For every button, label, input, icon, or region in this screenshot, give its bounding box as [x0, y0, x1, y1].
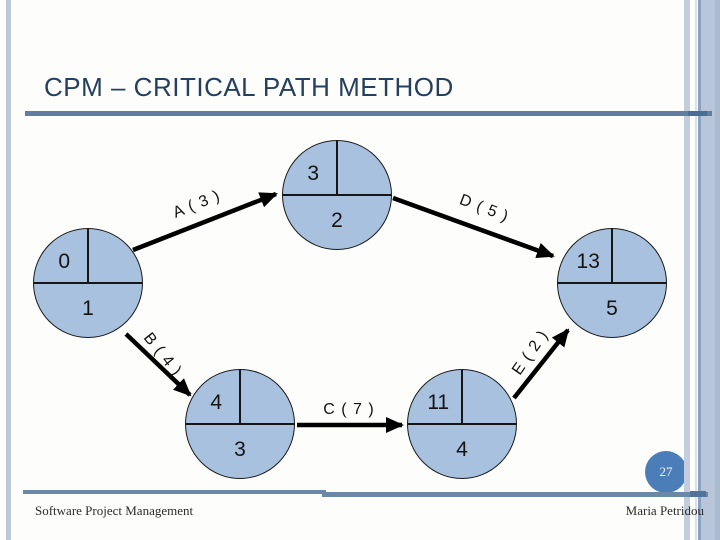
node-divider-vertical — [461, 370, 463, 424]
footer-rule-end — [690, 491, 706, 497]
footer-author: Maria Petridou — [625, 503, 704, 518]
page-number: 27 — [659, 464, 673, 479]
right-edge-stripe — [698, 0, 701, 540]
node-number: 2 — [331, 208, 343, 232]
node-earliest-time: 0 — [58, 250, 71, 274]
node-earliest-time: 11 — [427, 391, 450, 415]
left-edge-stripe — [6, 0, 11, 540]
node-divider-horizontal — [558, 282, 666, 284]
event-node-3: 4 3 — [185, 369, 295, 479]
event-node-1: 0 1 — [33, 228, 143, 338]
node-earliest-time: 3 — [307, 162, 320, 186]
node-divider-horizontal — [186, 423, 294, 425]
node-number: 1 — [82, 296, 94, 320]
title-underline-end — [688, 111, 707, 116]
arrow-activity-E — [512, 328, 570, 400]
edge-label-C: C ( 7 ) — [323, 401, 375, 418]
node-divider-vertical — [336, 141, 338, 195]
node-earliest-time: 13 — [576, 250, 600, 274]
event-node-5: 13 5 — [557, 228, 667, 338]
right-edge-stripe — [715, 0, 720, 540]
node-number: 3 — [234, 437, 246, 461]
node-number: 4 — [456, 437, 468, 461]
slide-title: CPM – CRITICAL PATH METHOD — [44, 72, 454, 102]
right-edge-stripe — [684, 0, 690, 540]
node-earliest-time: 4 — [210, 391, 223, 415]
arrow-activity-A — [132, 191, 278, 253]
node-divider-vertical — [239, 370, 241, 424]
page-number-badge: 27 — [645, 451, 687, 493]
title-underline — [25, 111, 712, 116]
event-node-4: 11 4 — [407, 369, 517, 479]
arrow-activity-D — [392, 195, 555, 259]
right-edge-stripe — [695, 0, 697, 540]
arrow-activity-B — [124, 332, 192, 397]
node-divider-vertical — [611, 229, 613, 283]
node-divider-vertical — [87, 229, 89, 283]
footer-rule — [23, 490, 326, 494]
node-number: 5 — [606, 296, 618, 320]
footer-course-title: Software Project Management — [35, 503, 194, 518]
node-divider-horizontal — [34, 282, 142, 284]
event-node-2: 3 2 — [282, 140, 392, 250]
node-divider-horizontal — [283, 194, 391, 196]
node-divider-horizontal — [408, 423, 516, 425]
footer-rule — [322, 492, 708, 497]
